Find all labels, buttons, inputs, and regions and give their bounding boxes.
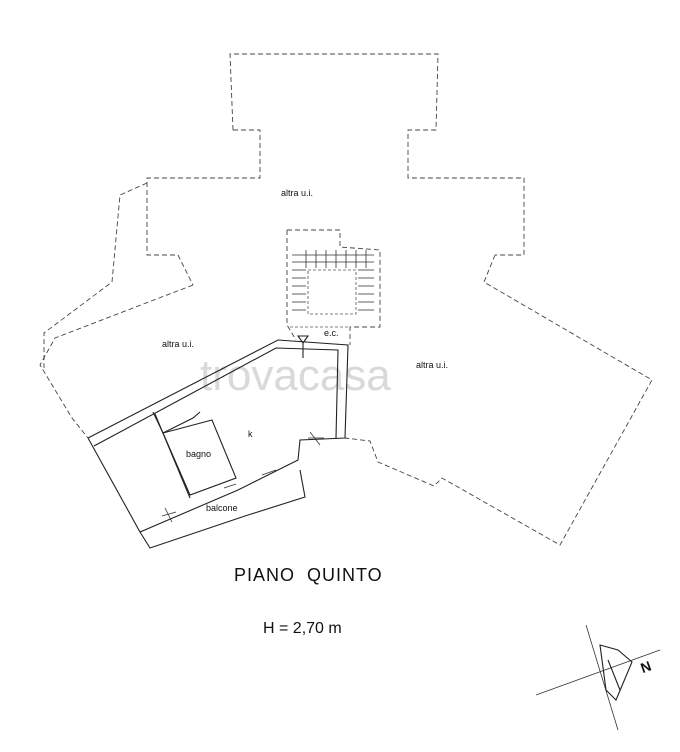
plan-title: PIANO QUINTO xyxy=(234,565,383,585)
stair-well xyxy=(307,269,357,315)
outline-upper-wing xyxy=(229,53,525,256)
partition-left xyxy=(154,413,191,499)
watermark: trovacasa xyxy=(200,351,391,400)
entrance-arrow-icon xyxy=(296,335,310,344)
height-note: H = 2,70 m xyxy=(263,620,342,637)
outline-left-wing xyxy=(43,182,148,368)
windows xyxy=(161,431,324,523)
stair-treads xyxy=(292,250,374,311)
apartment-outline-inner xyxy=(93,347,339,447)
outline-right-wing xyxy=(344,254,653,546)
label-altra-ui-right: altra u.i. xyxy=(416,360,448,370)
outline-upper-wing-left xyxy=(146,129,261,286)
north-arrow-icon xyxy=(535,624,661,731)
bath-walls xyxy=(162,419,237,496)
label-altra-ui-top: altra u.i. xyxy=(281,188,313,198)
apartment-outline xyxy=(87,339,349,533)
outline-staircase xyxy=(287,229,381,345)
north-label: N xyxy=(638,658,653,676)
outline-left-wing-lower xyxy=(39,284,194,439)
label-altra-ui-left: altra u.i. xyxy=(162,339,194,349)
label-balcone: balcone xyxy=(206,503,238,513)
label-k: k xyxy=(248,429,253,439)
label-bagno: bagno xyxy=(186,449,211,459)
label-ec: e.c. xyxy=(324,328,339,338)
balcony-outline xyxy=(139,469,306,549)
outline-staircase-left xyxy=(286,230,297,341)
